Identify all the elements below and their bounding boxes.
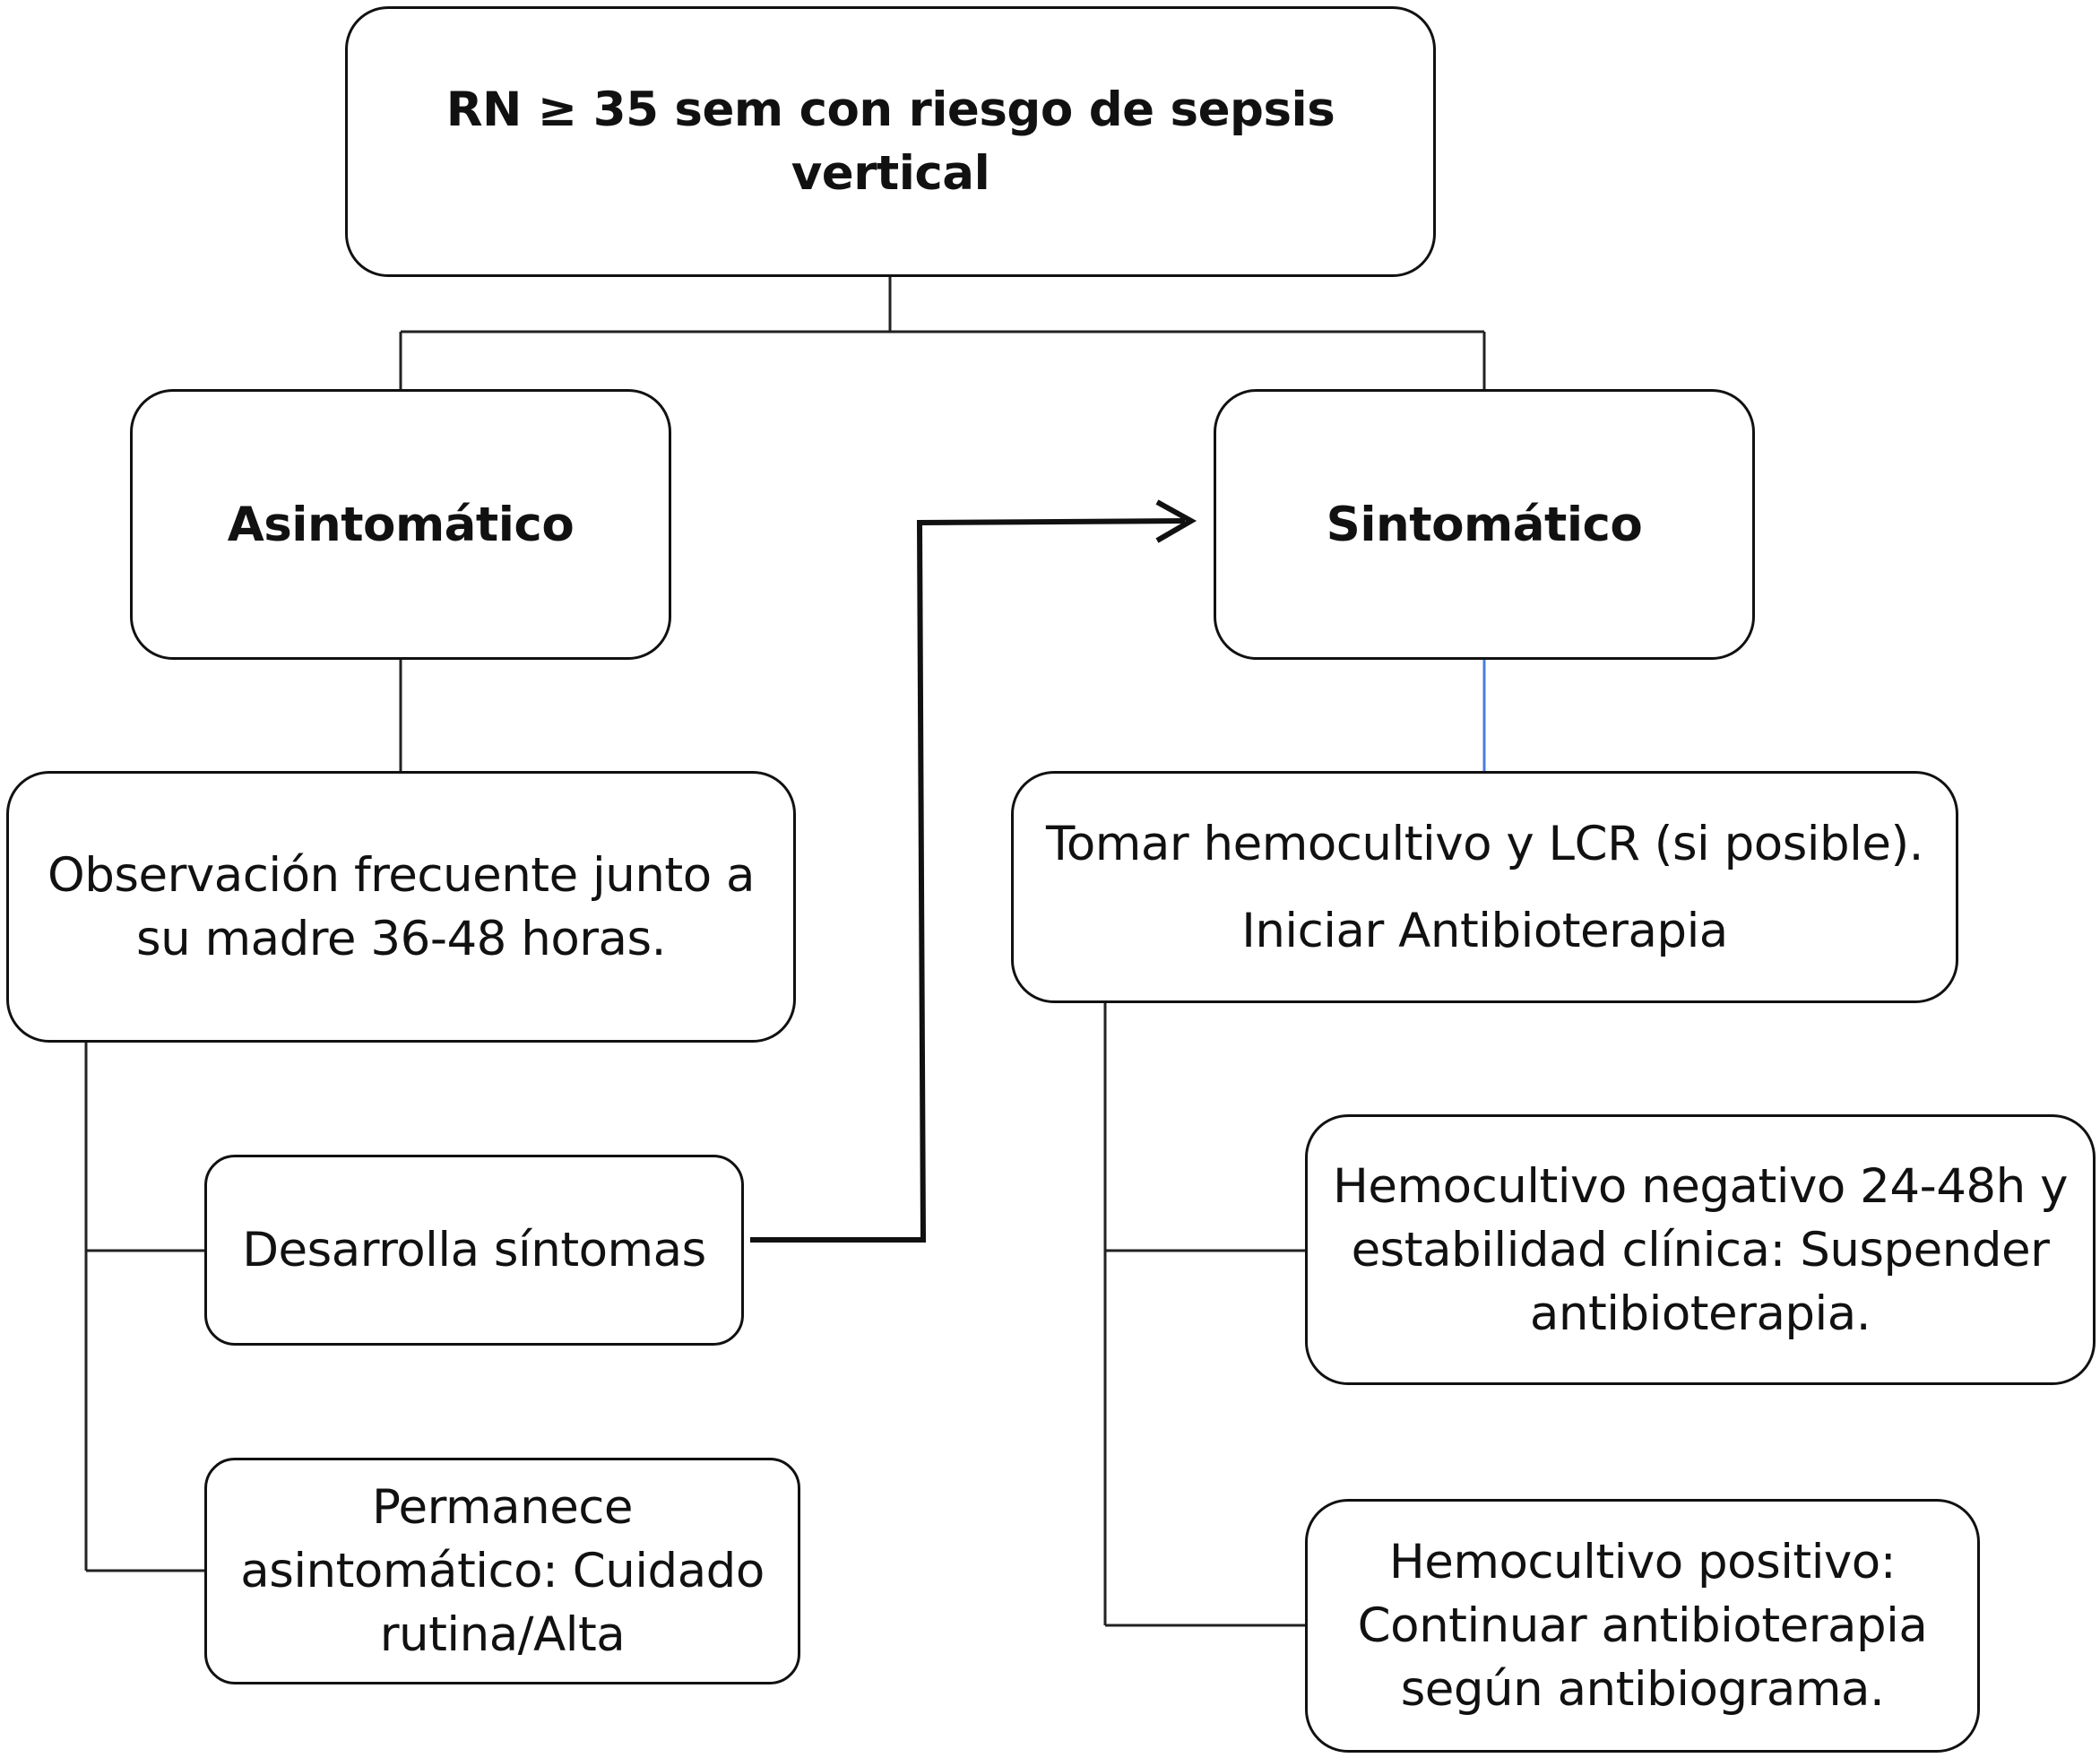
- positive-culture-line-2: Continuar antibioterapia: [1357, 1598, 1928, 1653]
- negative-culture-line-2: estabilidad clínica: Suspender: [1351, 1222, 2050, 1277]
- asymptomatic-node-label: Asintomático: [227, 497, 575, 552]
- symptomatic-node: Sintomático: [1214, 389, 1755, 660]
- root-node: RN ≥ 35 sem con riesgo de sepsis vertica…: [345, 6, 1436, 277]
- remains-asymptomatic-node: Permanece asintomático: Cuidado rutina/A…: [204, 1458, 800, 1684]
- take-cultures-line-2: Iniciar Antibioterapia: [1241, 903, 1728, 958]
- remains-asymptomatic-line-1: Permanece: [371, 1480, 634, 1535]
- take-cultures-node: Tomar hemocultivo y LCR (si posible). In…: [1011, 771, 1958, 1003]
- negative-culture-line-3: antibioterapia.: [1529, 1286, 1871, 1341]
- observation-line-1: Observación frecuente junto a: [48, 847, 755, 903]
- observation-line-2: su madre 36-48 horas.: [136, 911, 666, 966]
- develops-symptoms-label: Desarrolla síntomas: [242, 1223, 706, 1277]
- arrow-head: [1155, 499, 1197, 543]
- take-cultures-line-1: Tomar hemocultivo y LCR (si posible).: [1045, 816, 1924, 871]
- asymptomatic-node: Asintomático: [130, 389, 671, 660]
- positive-culture-node: Hemocultivo positivo: Continuar antibiot…: [1305, 1499, 1980, 1753]
- negative-culture-node: Hemocultivo negativo 24-48h y estabilida…: [1305, 1114, 2096, 1385]
- positive-culture-line-1: Hemocultivo positivo:: [1388, 1535, 1897, 1589]
- remains-asymptomatic-line-3: rutina/Alta: [379, 1607, 626, 1662]
- positive-culture-line-3: según antibiograma.: [1400, 1662, 1885, 1717]
- remains-asymptomatic-line-2: asintomático: Cuidado: [240, 1544, 765, 1598]
- develops-symptoms-node: Desarrolla síntomas: [204, 1155, 744, 1346]
- symptomatic-node-label: Sintomático: [1326, 497, 1643, 552]
- cultures-to-outcomes-connector: [1103, 1002, 1305, 1627]
- negative-culture-line-1: Hemocultivo negativo 24-48h y: [1333, 1158, 2068, 1214]
- observation-to-children-connector: [84, 1042, 204, 1572]
- root-to-branches-connector: [399, 276, 1486, 389]
- develops-symptoms-arrow: [750, 518, 1186, 1243]
- observation-node: Observación frecuente junto a su madre 3…: [6, 771, 796, 1043]
- root-node-label: RN ≥ 35 sem con riesgo de sepsis vertica…: [445, 82, 1335, 201]
